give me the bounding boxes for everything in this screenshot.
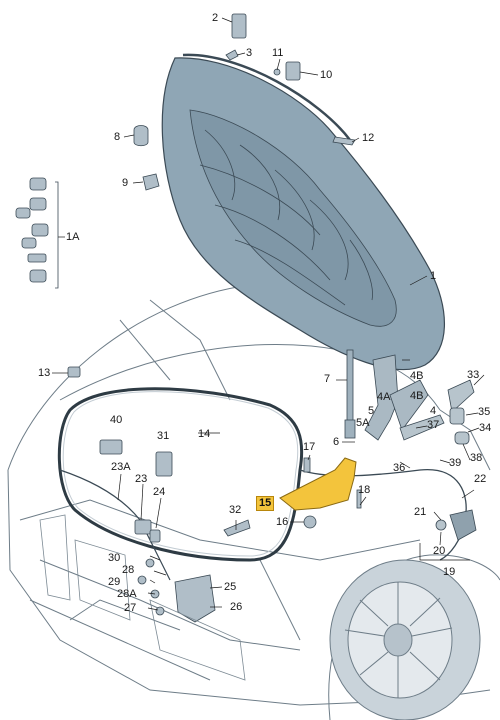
latch-parts-right xyxy=(399,379,475,445)
callout-28A: 28A xyxy=(117,588,137,600)
callout-5A: 5A xyxy=(356,417,370,429)
callout-4: 4 xyxy=(430,405,437,417)
callout-19: 19 xyxy=(443,566,456,578)
mount-13 xyxy=(67,366,81,378)
callout-16: 16 xyxy=(276,516,289,528)
callout-4B-upper: 4B xyxy=(410,370,424,382)
callout-1: 1 xyxy=(430,270,437,282)
callout-14: 14 xyxy=(198,428,211,440)
callout-35: 35 xyxy=(478,406,491,418)
callout-22: 22 xyxy=(474,473,487,485)
callout-34: 34 xyxy=(479,422,492,434)
callout-29: 29 xyxy=(108,576,121,588)
callout-11: 11 xyxy=(272,47,284,59)
hood-seal xyxy=(57,387,304,562)
callout-20: 20 xyxy=(433,545,446,557)
callout-38: 38 xyxy=(470,452,483,464)
callout-26: 26 xyxy=(230,601,243,613)
callout-1A: 1A xyxy=(66,231,80,243)
callout-23: 23 xyxy=(135,473,148,485)
hood-hinge xyxy=(364,354,429,441)
callout-9: 9 xyxy=(122,177,129,189)
callout-28: 28 xyxy=(122,564,135,576)
callout-10: 10 xyxy=(320,69,333,81)
hood-strut xyxy=(344,349,356,439)
callout-31: 31 xyxy=(157,430,170,442)
callout-3: 3 xyxy=(246,47,253,59)
highlighted-part-15 xyxy=(279,457,357,511)
callout-8: 8 xyxy=(114,131,121,143)
callout-6: 6 xyxy=(333,436,340,448)
callout-13: 13 xyxy=(38,367,51,379)
leader-lines xyxy=(52,17,485,611)
upper-hardware xyxy=(133,13,356,191)
callout-2: 2 xyxy=(212,12,219,24)
callout-36: 36 xyxy=(393,462,406,474)
callout-39: 39 xyxy=(449,457,462,469)
callout-18: 18 xyxy=(358,484,371,496)
callout-15-highlighted: 15 xyxy=(256,496,275,511)
callout-27: 27 xyxy=(124,602,137,614)
callout-17: 17 xyxy=(303,441,316,453)
callout-4B: 4B xyxy=(410,390,424,402)
callout-24: 24 xyxy=(153,486,166,498)
callout-4A: 4A xyxy=(377,391,391,403)
callout-32: 32 xyxy=(229,504,242,516)
small-parts xyxy=(99,439,362,543)
front-wheel xyxy=(328,554,500,720)
hood-seal-inner xyxy=(62,391,299,557)
callout-37: 37 xyxy=(427,419,440,431)
grille-outline xyxy=(39,514,246,681)
callout-33: 33 xyxy=(467,369,480,381)
callout-7: 7 xyxy=(324,373,331,385)
callout-23A: 23A xyxy=(111,461,131,473)
latch-assembly-lower xyxy=(137,558,216,623)
callout-12: 12 xyxy=(362,132,375,144)
screw-kit xyxy=(15,177,59,289)
release-handle xyxy=(435,509,477,541)
callout-25: 25 xyxy=(224,581,237,593)
hood-panel xyxy=(161,53,446,370)
callout-40: 40 xyxy=(110,414,123,426)
callout-30: 30 xyxy=(108,552,121,564)
callout-21: 21 xyxy=(414,506,427,518)
callout-5: 5 xyxy=(368,405,375,417)
